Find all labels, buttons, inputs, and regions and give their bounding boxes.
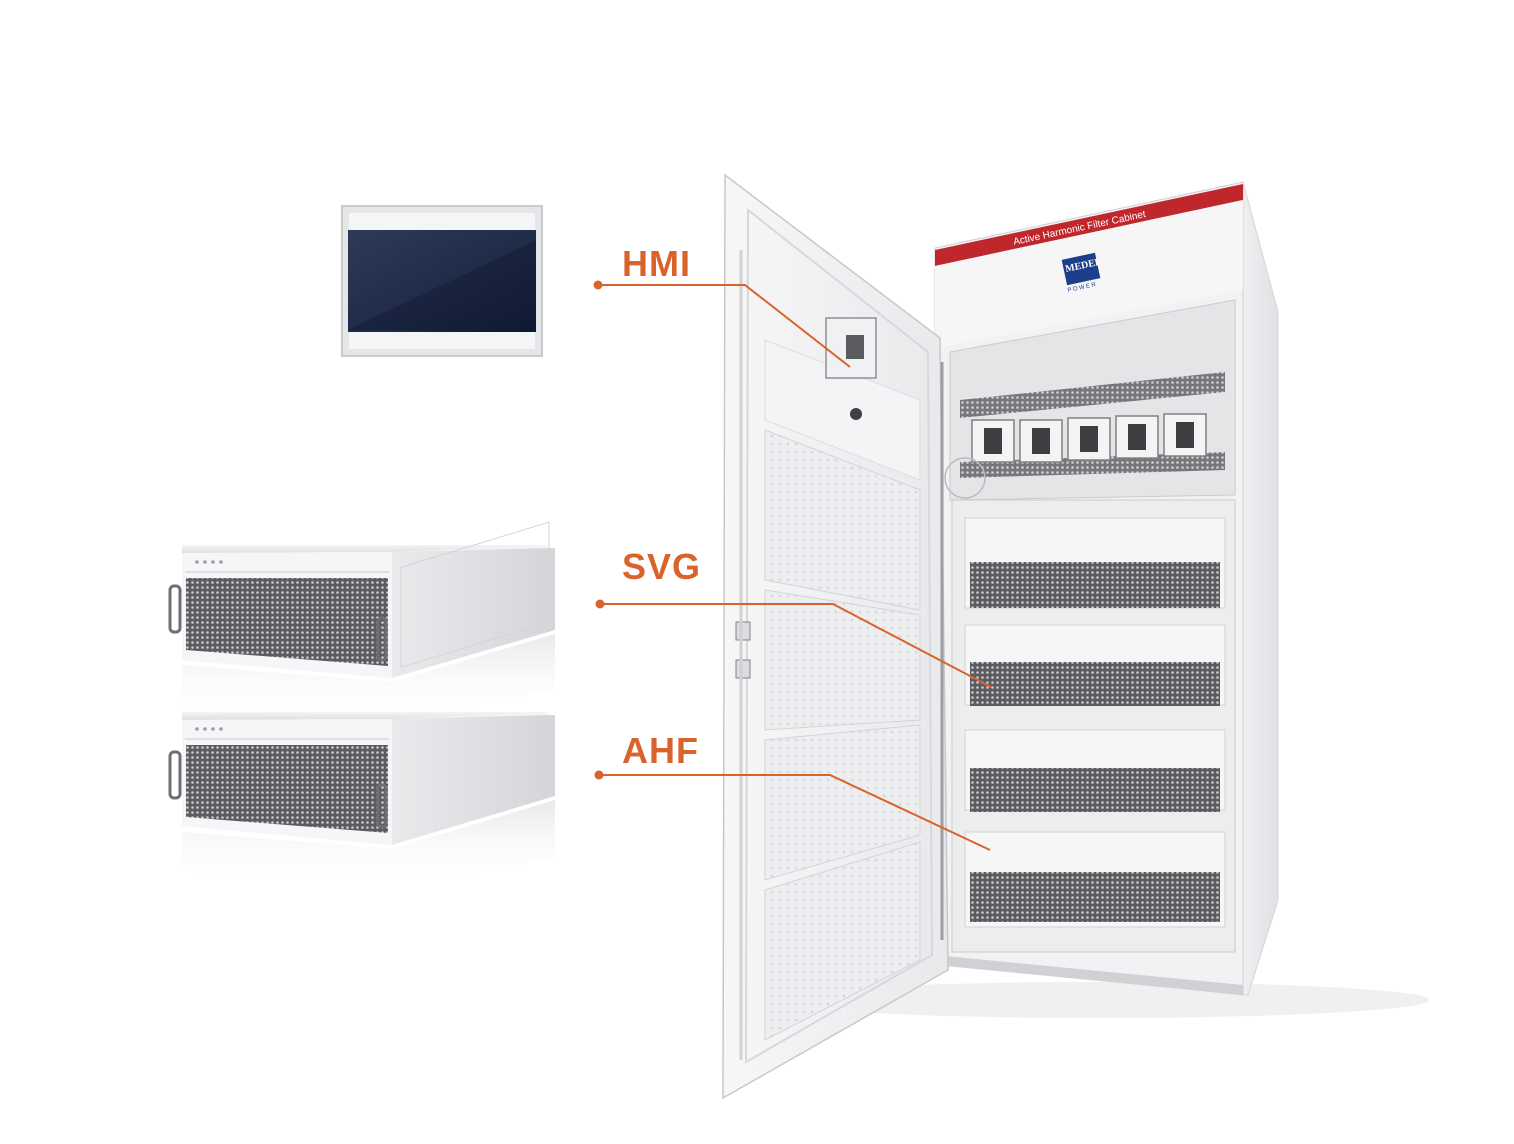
callout-ahf xyxy=(594,770,991,851)
brand-logo: MEDEL POWER xyxy=(1061,252,1103,294)
svg-module-icon xyxy=(168,521,555,720)
ahf-label: AHF xyxy=(622,730,699,771)
ahf-module-icon xyxy=(168,712,555,888)
rack-modules xyxy=(964,517,1226,928)
hmi-panel-icon xyxy=(341,205,543,357)
callout-svg xyxy=(595,599,992,688)
hmi-label: HMI xyxy=(622,243,691,284)
breaker-row xyxy=(971,413,1207,463)
cabinet-icon xyxy=(722,173,1430,1100)
callout-hmi xyxy=(593,280,851,368)
svg-label: SVG xyxy=(622,546,702,587)
